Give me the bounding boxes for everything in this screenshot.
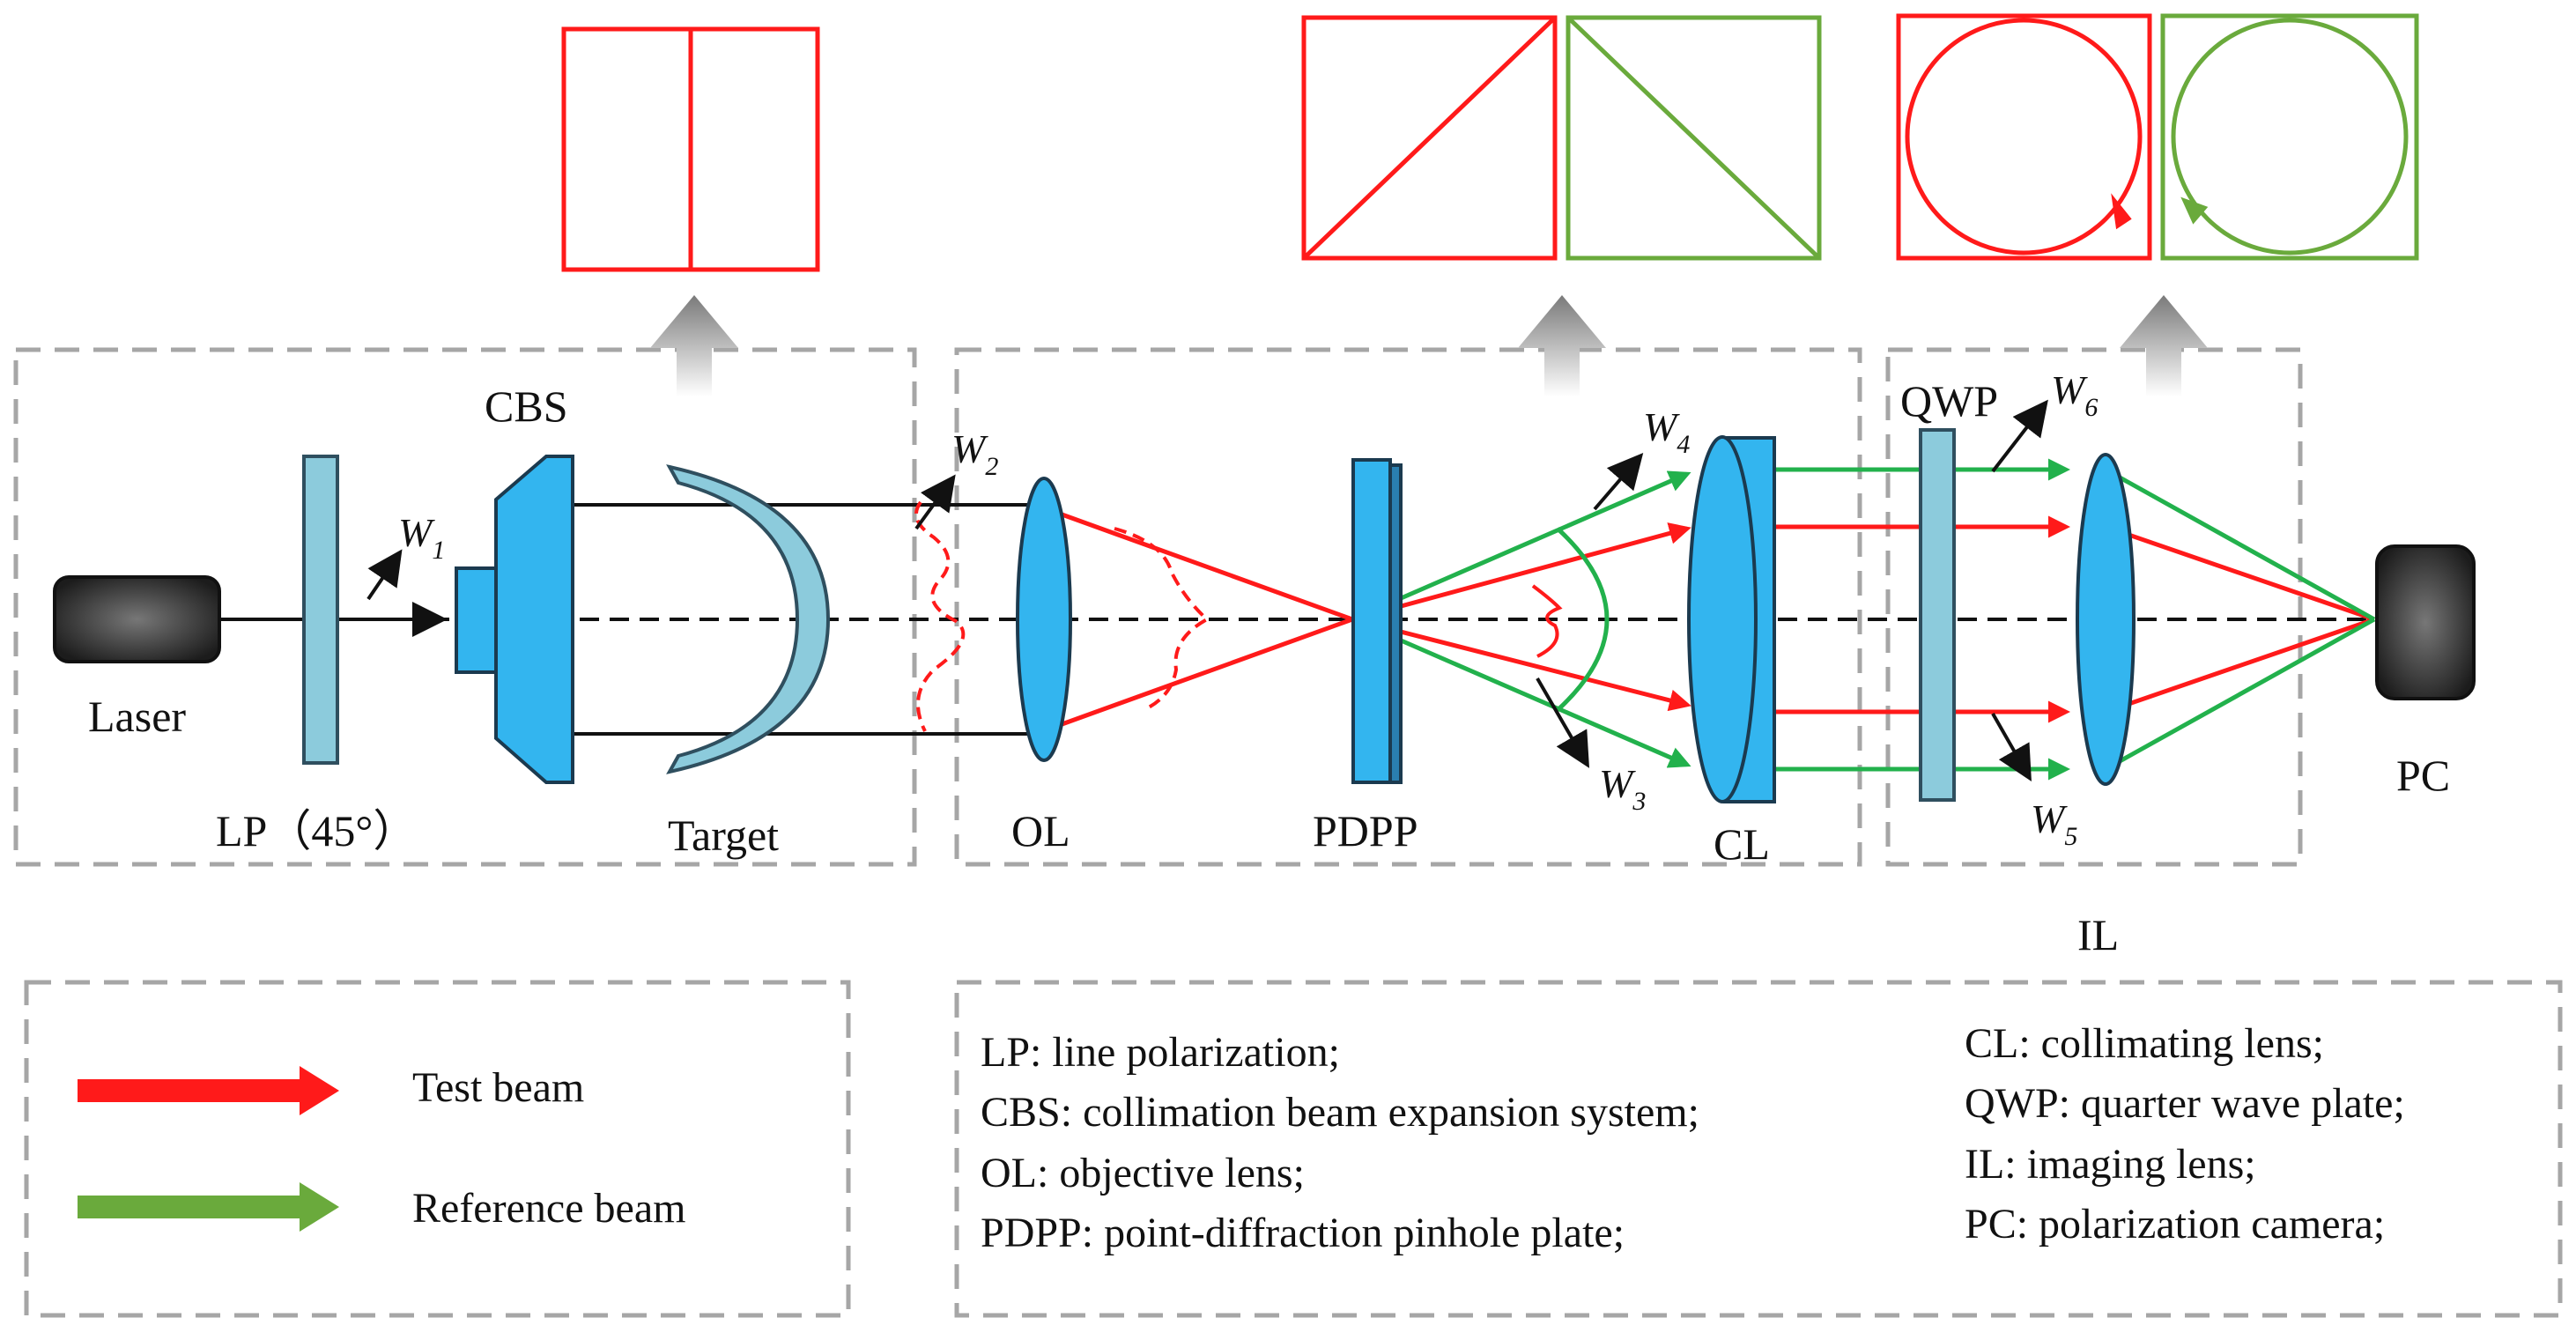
objective-lens [1016, 477, 1072, 762]
linear-polarizer-plate [302, 455, 339, 765]
panel-diagonal-green [1566, 15, 1822, 261]
label-qwp: QWP [1900, 376, 1998, 426]
laser-source [53, 575, 221, 663]
abbr-qwp: QWP: quarter wave plate; [1965, 1080, 2405, 1127]
collimated-beam [564, 503, 1035, 736]
w3-label: W3 [1599, 761, 1646, 816]
label-cl: CL [1714, 819, 1770, 869]
w2-label: W2 [951, 426, 998, 481]
group-box-abbreviations [954, 980, 2563, 1318]
group-box-imaging [1885, 347, 2303, 867]
legend-test-label: Test beam [412, 1064, 584, 1111]
label-pdpp: PDPP [1313, 806, 1418, 855]
w6-arrow [1991, 399, 2048, 473]
w5-arrow [1991, 713, 2032, 781]
w1-arrow [366, 549, 403, 601]
legend-reference-arrow [78, 1182, 339, 1232]
w4-arrow [1593, 452, 1644, 511]
target-mirror [666, 464, 831, 774]
w4-label: W4 [1643, 404, 1690, 459]
collimation-beam-expander [455, 455, 574, 784]
panel-circular-red [1896, 13, 2152, 261]
imaging-lens [2076, 453, 2136, 786]
abbr-lp: LP: line polarization; [981, 1029, 1340, 1076]
panel-split-red [561, 26, 820, 272]
group-box-source [13, 347, 917, 867]
label-il: IL [2077, 910, 2119, 959]
abbr-cl: CL: collimating lens; [1965, 1020, 2324, 1067]
test-beam-rays [1034, 502, 2375, 737]
w3-arrow [1536, 677, 1590, 768]
label-target: Target [668, 811, 779, 860]
up-arrow-2 [1518, 295, 1606, 396]
abbr-pdpp: PDPP: point-diffraction pinhole plate; [981, 1210, 1625, 1256]
abbreviation-list: LP: line polarization; CBS: collimation … [981, 1020, 2405, 1256]
abbr-pc: PC: polarization camera; [1965, 1201, 2385, 1247]
aberrated-wavefronts [914, 500, 1563, 732]
legend-reference-label: Reference beam [412, 1185, 685, 1232]
label-ol: OL [1011, 806, 1070, 855]
polarization-camera [2375, 544, 2476, 700]
w1-label: W1 [398, 510, 445, 565]
panel-circular-green [2160, 13, 2419, 261]
abbr-cbs: CBS: collimation beam expansion system; [981, 1089, 1699, 1136]
legend: Test beam Reference beam [78, 1064, 685, 1232]
w5-label: W5 [2031, 796, 2077, 851]
w6-label: W6 [2051, 367, 2098, 422]
label-pc: PC [2396, 751, 2450, 800]
abbr-ol: OL: objective lens; [981, 1150, 1305, 1196]
gray-up-arrows [650, 295, 2208, 396]
pinhole-plate [1351, 458, 1403, 784]
reference-spherical-wavefront [1556, 527, 1610, 712]
collimating-lens [1687, 435, 1776, 803]
legend-test-arrow [78, 1066, 339, 1115]
wavefront-arrows [366, 399, 2048, 781]
label-cbs: CBS [485, 381, 568, 431]
panel-diagonal-red [1301, 15, 1558, 261]
polarization-panels [561, 13, 2419, 272]
up-arrow-3 [2120, 295, 2208, 396]
quarter-wave-plate [1919, 428, 1956, 802]
label-laser: Laser [88, 692, 186, 741]
group-box-legend [24, 980, 851, 1318]
group-box-interferometer [954, 347, 1862, 867]
label-lp: LP（45°） [216, 806, 417, 855]
up-arrow-1 [650, 295, 738, 396]
w2-arrow [914, 474, 956, 530]
abbr-il: IL: imaging lens; [1965, 1141, 2256, 1188]
reference-beam-rays [1351, 458, 2376, 781]
dashed-group-boxes [13, 347, 2563, 1318]
